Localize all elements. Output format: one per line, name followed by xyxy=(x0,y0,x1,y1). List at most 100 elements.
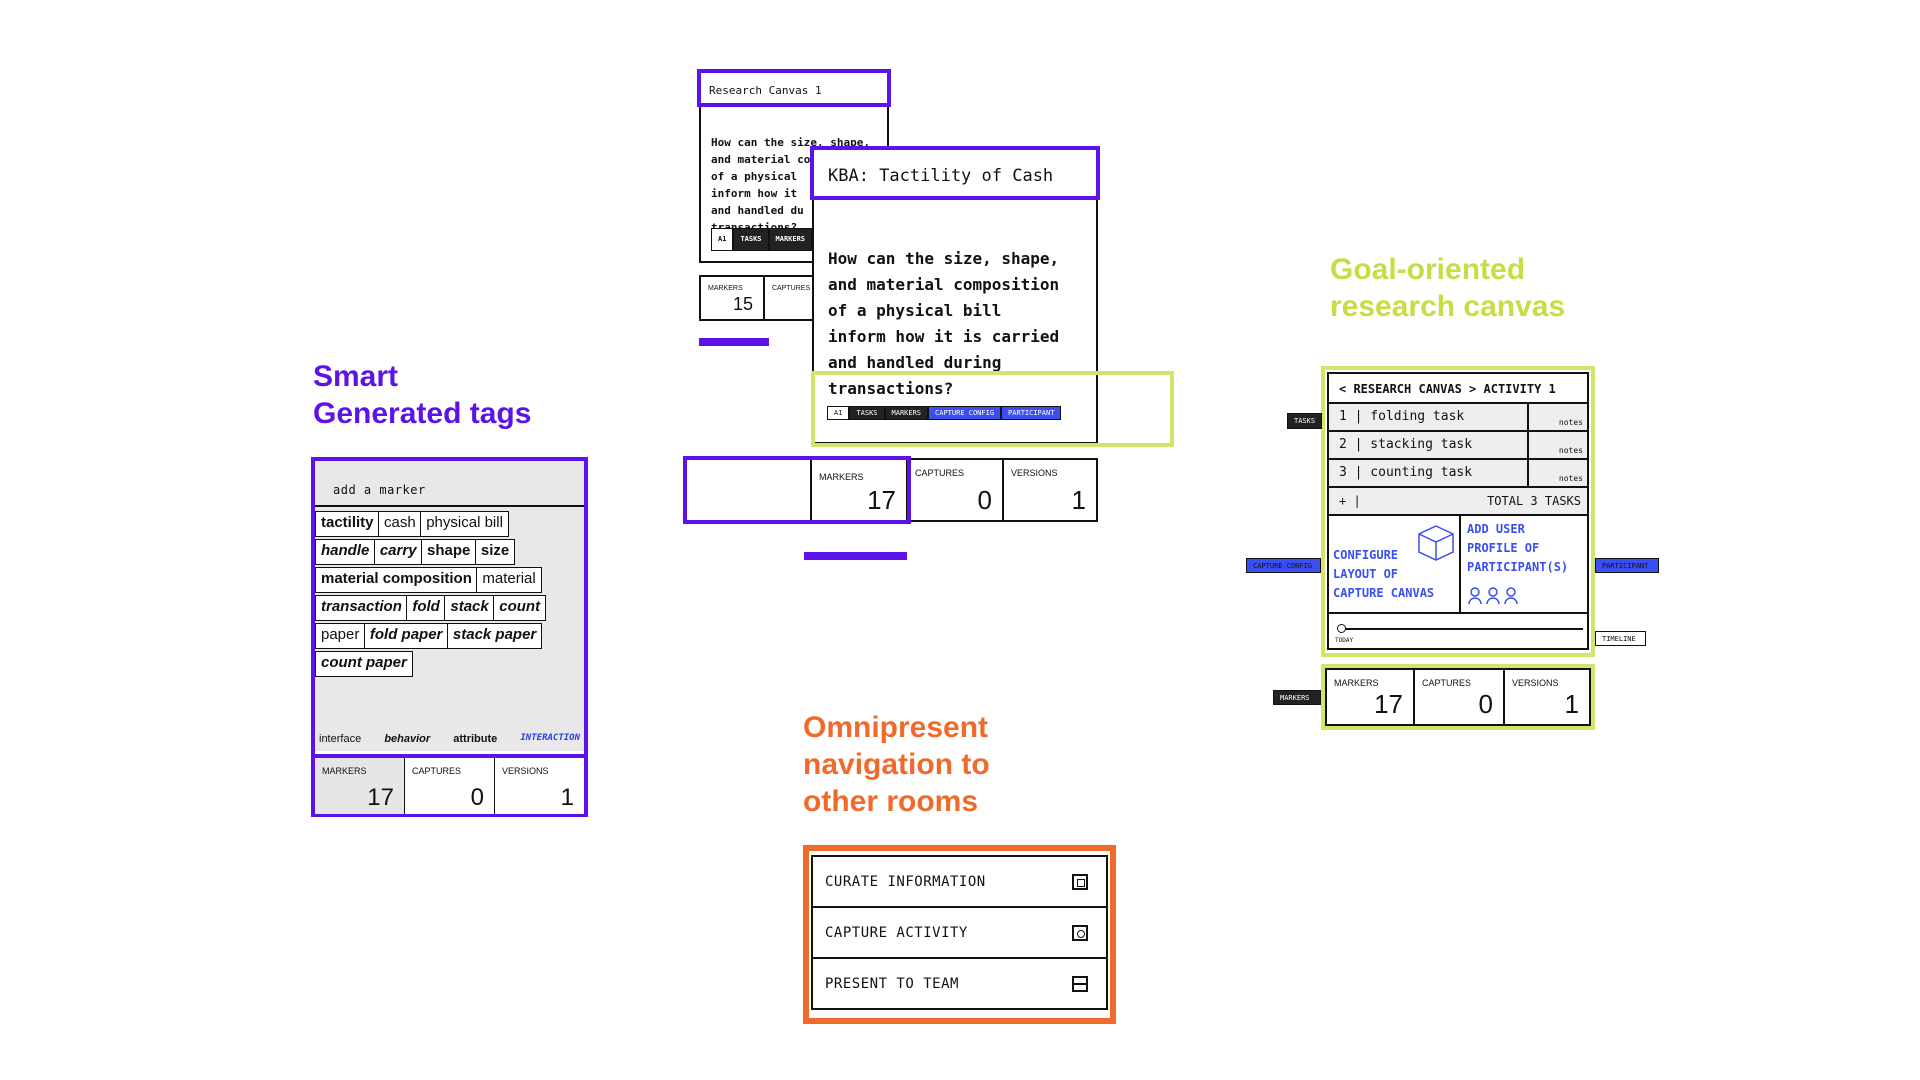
timeline-handle[interactable] xyxy=(1337,624,1346,633)
tag-chip[interactable]: stack xyxy=(444,595,495,621)
markers-count: 15 xyxy=(732,294,753,314)
task-row[interactable]: 1 | folding task notes xyxy=(1327,404,1589,432)
versions-metric[interactable]: VERSIONS 1 xyxy=(1004,460,1096,520)
nav-present-to-team[interactable]: PRESENT TO TEAM xyxy=(811,957,1108,1010)
nav-curate-information[interactable]: CURATE INFORMATION xyxy=(811,855,1108,908)
captures-metric[interactable]: CAPTURES 0 xyxy=(908,460,1004,520)
side-tag-capture-config[interactable]: CAPTURE CONFIG xyxy=(1246,558,1321,573)
tag-chip[interactable]: stack paper xyxy=(446,623,543,649)
tab-a1[interactable]: A1 xyxy=(711,228,734,251)
tab-markers[interactable]: MARKERS xyxy=(768,228,813,251)
tag-filter-bar: interface behavior attribute INTERACTION xyxy=(319,733,580,745)
add-participant-profile[interactable]: ADD USER PROFILE OF PARTICIPANT(S) xyxy=(1461,516,1589,614)
markers-metric[interactable]: MARKERS 17 xyxy=(315,758,405,814)
versions-label: VERSIONS xyxy=(502,766,549,776)
add-task-button[interactable]: + | xyxy=(1339,494,1361,508)
tag-chip[interactable]: material xyxy=(476,567,542,593)
markers-count: 17 xyxy=(867,485,896,515)
versions-label: VERSIONS xyxy=(1011,468,1058,478)
timeline[interactable]: TODAY xyxy=(1327,614,1589,650)
task-notes[interactable]: notes xyxy=(1558,418,1583,427)
task-name: 3 | counting task xyxy=(1329,460,1529,486)
canvas-front-tabs: A1 TASKS MARKERS CAPTURE CONFIG PARTICIP… xyxy=(827,406,1062,420)
versions-count: 1 xyxy=(1564,689,1579,719)
tab-tasks[interactable]: TASKS xyxy=(733,228,769,251)
tag-chip[interactable]: material composition xyxy=(315,567,478,593)
tag-chip[interactable]: carry xyxy=(373,539,423,565)
nav-label: PRESENT TO TEAM xyxy=(825,975,959,992)
tab-capture-config[interactable]: CAPTURE CONFIG xyxy=(928,406,1002,420)
captures-label: CAPTURES xyxy=(412,766,462,776)
canvas-front-underline xyxy=(804,552,907,560)
filter-attribute[interactable]: attribute xyxy=(453,733,498,745)
room-navigation: CURATE INFORMATION CAPTURE ACTIVITY PRES… xyxy=(803,845,1116,1024)
configure-capture-canvas[interactable]: CONFIGURE LAYOUT OF CAPTURE CANVAS xyxy=(1327,516,1461,614)
filter-interaction[interactable]: INTERACTION xyxy=(520,733,580,743)
tag-chip[interactable]: transaction xyxy=(315,595,408,621)
task-row[interactable]: 2 | stacking task notes xyxy=(1327,432,1589,460)
task-notes[interactable]: notes xyxy=(1558,446,1583,455)
add-marker-input[interactable]: add a marker xyxy=(315,461,584,507)
tab-participant[interactable]: PARTICIPANT xyxy=(1001,406,1062,420)
research-canvas-metrics-frame: MARKERS 17 CAPTURES 0 VERSIONS 1 xyxy=(1321,664,1595,730)
canvas-front-title[interactable]: KBA: Tactility of Cash xyxy=(810,146,1100,200)
markers-label: MARKERS xyxy=(819,472,864,482)
nav-label: CURATE INFORMATION xyxy=(825,873,986,890)
tag-chip[interactable]: count xyxy=(493,595,547,621)
canvas-back-underline xyxy=(699,338,769,346)
tag-chip[interactable]: physical bill xyxy=(420,511,509,537)
task-row[interactable]: 3 | counting task notes xyxy=(1327,460,1589,488)
versions-metric[interactable]: VERSIONS 1 xyxy=(1505,670,1589,724)
filter-behavior[interactable]: behavior xyxy=(384,733,431,745)
task-notes[interactable]: notes xyxy=(1558,474,1583,483)
side-tag-timeline[interactable]: TIMELINE xyxy=(1595,631,1646,646)
tab-tasks[interactable]: TASKS xyxy=(849,406,885,420)
tag-chip[interactable]: paper xyxy=(315,623,366,649)
captures-metric[interactable]: CAPTURES xyxy=(765,277,827,319)
markers-label: MARKERS xyxy=(322,766,367,776)
timeline-track xyxy=(1341,628,1583,630)
task-name: 1 | folding task xyxy=(1329,404,1529,430)
tag-chip[interactable]: count paper xyxy=(315,651,413,677)
markers-highlight-box xyxy=(683,456,911,524)
tag-chip[interactable]: tactility xyxy=(315,511,380,537)
side-tag-tasks[interactable]: TASKS xyxy=(1287,413,1323,429)
captures-metric[interactable]: CAPTURES 0 xyxy=(405,758,495,814)
tag-chip[interactable]: fold paper xyxy=(363,623,449,649)
tab-markers[interactable]: MARKERS xyxy=(884,406,929,420)
tag-chip[interactable]: fold xyxy=(406,595,446,621)
captures-metric[interactable]: CAPTURES 0 xyxy=(1415,670,1505,724)
filter-interface[interactable]: interface xyxy=(319,733,362,745)
tag-chip[interactable]: cash xyxy=(378,511,422,537)
markers-metric[interactable]: MARKERS 15 xyxy=(701,277,765,319)
heading-navigation: Omnipresent navigation to other rooms xyxy=(803,711,990,818)
side-tag-markers[interactable]: MARKERS xyxy=(1273,690,1321,705)
split-icon xyxy=(1072,975,1088,992)
versions-metric[interactable]: VERSIONS 1 xyxy=(495,758,584,814)
nav-label: CAPTURE ACTIVITY xyxy=(825,924,968,941)
cube-icon xyxy=(1418,525,1454,561)
research-canvas-breadcrumb[interactable]: < RESEARCH CANVAS > ACTIVITY 1 xyxy=(1327,372,1589,404)
captures-count: 0 xyxy=(977,485,992,515)
frame-icon xyxy=(1072,873,1088,890)
canvas-front-question: How can the size, shape, and material co… xyxy=(812,200,1098,444)
nav-capture-activity[interactable]: CAPTURE ACTIVITY xyxy=(811,906,1108,959)
configure-link[interactable]: CONFIGURE LAYOUT OF CAPTURE CANVAS xyxy=(1333,548,1435,600)
tag-chip[interactable]: shape xyxy=(421,539,477,565)
captures-label: CAPTURES xyxy=(1422,678,1472,688)
markers-metric[interactable]: MARKERS 17 xyxy=(1327,670,1415,724)
task-name: 2 | stacking task xyxy=(1329,432,1529,458)
research-canvas-panel: < RESEARCH CANVAS > ACTIVITY 1 1 | foldi… xyxy=(1321,366,1595,657)
tag-chip[interactable]: size xyxy=(474,539,516,565)
add-user-link[interactable]: ADD USER PROFILE OF PARTICIPANT(S) xyxy=(1467,522,1569,574)
tag-chip[interactable]: handle xyxy=(315,539,376,565)
heading-goal-canvas: Goal-oriented research canvas xyxy=(1330,253,1566,323)
canvas-back-title[interactable]: Research Canvas 1 xyxy=(697,69,891,107)
tag-row: count paper xyxy=(315,651,413,677)
side-tag-participant[interactable]: PARTICIPANT xyxy=(1595,558,1659,573)
tab-a1[interactable]: A1 xyxy=(827,406,850,420)
